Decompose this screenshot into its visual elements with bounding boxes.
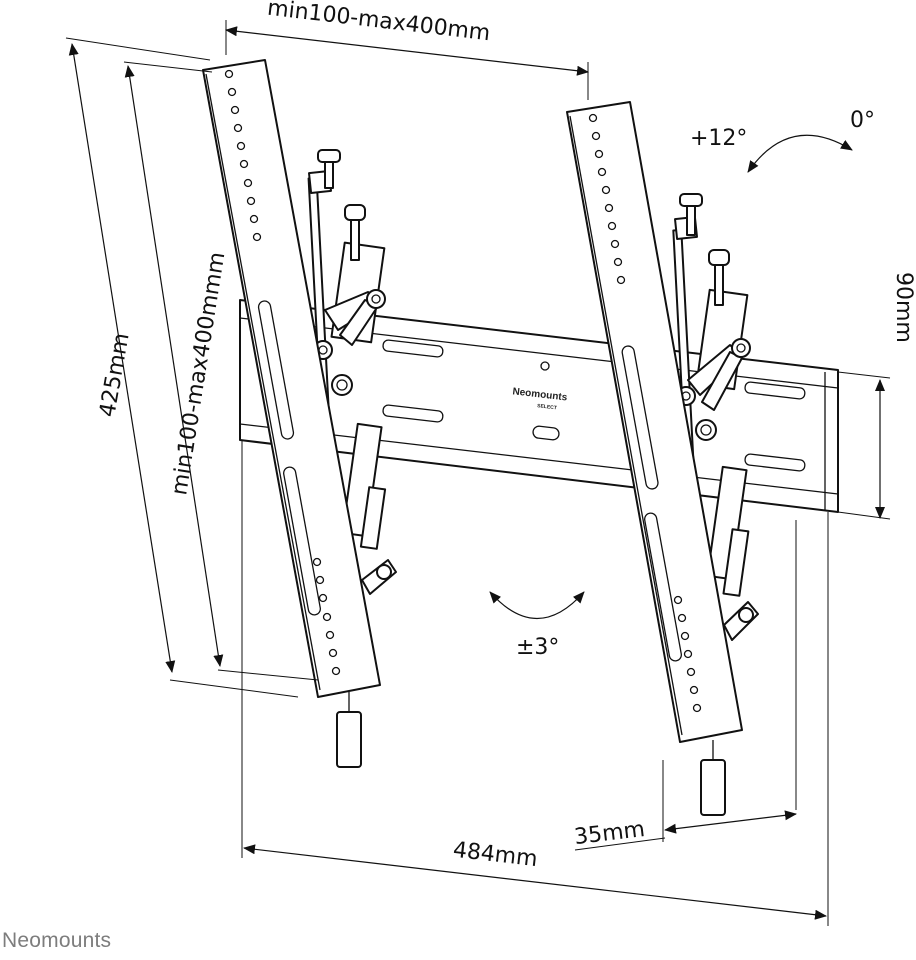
offset-label: 35mm [573,817,646,850]
right-vertical-arm [566,101,743,816]
vesa-horizontal-label: min100-max400mm [266,0,492,46]
plate-logo-sub: SELECT [537,403,557,411]
height-label: 425mm [95,331,134,419]
width-label: 484mm [452,838,539,873]
dim-rail-height: 90mm [837,272,916,520]
right-arm-holes [588,113,702,713]
left-arm-holes [224,69,341,676]
rail-height-label: 90mm [891,272,916,343]
footer-brand-logo: Neomounts [2,929,112,952]
tilt-neutral-label: 0° [850,108,875,133]
tilt-forward-label: +12° [690,126,747,151]
vesa-vertical-label: min100-max400mmm [167,250,230,497]
dim-vesa-horizontal: min100-max400mm [225,0,589,100]
swivel-angle-indicator: ±3° [489,591,585,660]
tilt-angle-indicator: +12° 0° [690,108,875,173]
swivel-label: ±3° [516,635,559,660]
left-vertical-arm [202,59,381,768]
